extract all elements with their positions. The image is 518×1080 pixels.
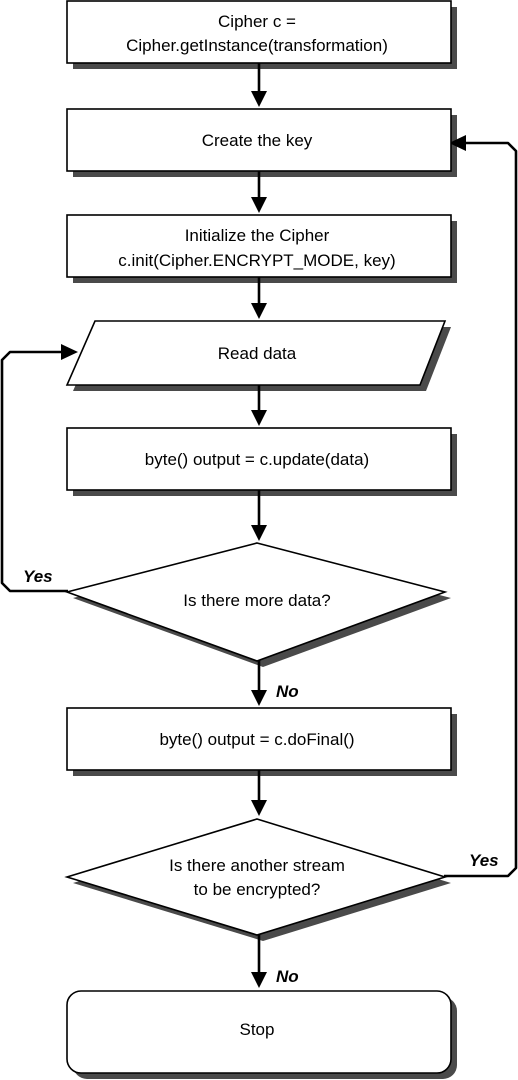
update-label: byte() output = c.update(data): [145, 450, 369, 469]
cipher-instance-line1: Cipher c =: [218, 12, 296, 31]
arrowhead-icon: [251, 197, 267, 213]
edge-labels: Yes No Yes No: [23, 567, 499, 986]
init-cipher-line1: Initialize the Cipher: [185, 226, 330, 245]
arrowhead-icon: [61, 344, 78, 360]
another-stream-line2: to be encrypted?: [194, 880, 321, 899]
node-another-stream-decision: [64, 818, 448, 936]
another-stream-yes-label: Yes: [469, 851, 499, 870]
arrowhead-icon: [251, 690, 267, 706]
node-do-final: [66, 707, 452, 771]
cipher-instance-line2: Cipher.getInstance(transformation): [126, 36, 388, 55]
node-more-data-decision: [64, 542, 448, 662]
arrowhead-icon: [251, 525, 267, 541]
loop-another-stream-yes: [444, 141, 518, 878]
another-stream-line1: Is there another stream: [169, 856, 345, 875]
stop-label: Stop: [240, 1020, 275, 1039]
create-key-label: Create the key: [202, 131, 313, 150]
more-data-yes-label: Yes: [23, 567, 53, 586]
node-read-data: [65, 320, 447, 386]
arrowhead-icon: [251, 303, 267, 319]
flowchart-nodes: [64, 0, 452, 1074]
more-data-no-label: No: [276, 682, 299, 701]
arrowhead-icon: [251, 972, 267, 988]
do-final-label: byte() output = c.doFinal(): [159, 730, 354, 749]
init-cipher-line2: c.init(Cipher.ENCRYPT_MODE, key): [118, 251, 395, 270]
node-stop: [66, 990, 452, 1074]
loop-more-data-yes: [0, 350, 68, 593]
node-labels: Cipher c = Cipher.getInstance(transforma…: [118, 12, 395, 1039]
arrowhead-icon: [449, 135, 466, 151]
arrowhead-icon: [251, 91, 267, 107]
more-data-label: Is there more data?: [183, 591, 330, 610]
arrowhead-icon: [251, 410, 267, 426]
arrowhead-icon: [251, 800, 267, 816]
node-cipher-instance: [66, 0, 452, 64]
connectors: [0, 63, 518, 988]
node-update: [66, 427, 452, 491]
node-init-cipher: [66, 214, 452, 278]
read-data-label: Read data: [218, 344, 297, 363]
another-stream-no-label: No: [276, 967, 299, 986]
node-create-key: [66, 108, 452, 172]
